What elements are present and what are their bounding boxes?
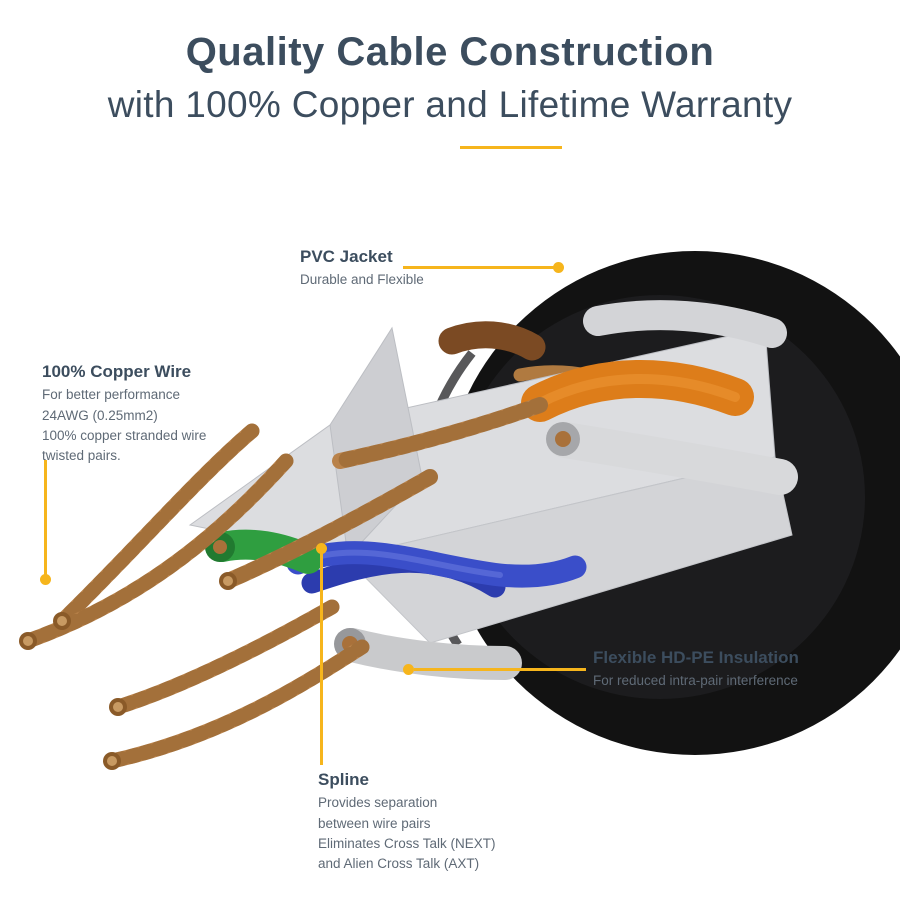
pvc-jacket-description: Durable and Flexible: [300, 272, 424, 288]
title-underline-accent: [460, 146, 562, 149]
hdpe-insulation-leader-dot: [403, 664, 414, 675]
spline-title: Spline: [318, 770, 370, 789]
pvc-jacket-leader-line: [403, 266, 555, 269]
hdpe-insulation-leader-line: [414, 668, 586, 671]
hdpe-insulation-title: Flexible HD-PE Insulation: [593, 648, 799, 667]
callout-hdpe-insulation: Flexible HD-PE Insulation For reduced in…: [593, 648, 799, 692]
spline-leader-line: [320, 552, 323, 765]
gray-wire-right: [546, 422, 798, 495]
copper-strand-cut-ends: [19, 572, 237, 770]
page-title: Quality Cable Construction: [185, 30, 715, 74]
copper-wire-title: 100% Copper Wire: [42, 362, 192, 381]
white-wire-top: [583, 300, 787, 348]
pvc-jacket-title: PVC Jacket: [300, 247, 393, 266]
callout-copper-wire: 100% Copper Wire For better performance …: [42, 362, 206, 466]
callout-spline: Spline Provides separation between wire …: [318, 770, 496, 874]
callout-pvc-jacket: PVC Jacket Durable and Flexible: [300, 247, 424, 291]
copper-wire-leader-dot: [40, 574, 51, 585]
hdpe-insulation-description: For reduced intra-pair interference: [593, 673, 798, 689]
spline-description: Provides separation between wire pairs E…: [318, 795, 496, 872]
page-subtitle: with 100% Copper and Lifetime Warranty: [107, 84, 793, 125]
copper-wire-leader-line: [44, 460, 47, 576]
brown-wire: [438, 321, 546, 361]
copper-strands: [20, 397, 548, 769]
cable-cutaway-illustration: [19, 251, 900, 770]
pvc-jacket-leader-dot: [553, 262, 564, 273]
orange-wire: [521, 359, 754, 422]
copper-wire-description: For better performance 24AWG (0.25mm2) 1…: [42, 387, 207, 464]
spline-leader-dot: [316, 543, 327, 554]
